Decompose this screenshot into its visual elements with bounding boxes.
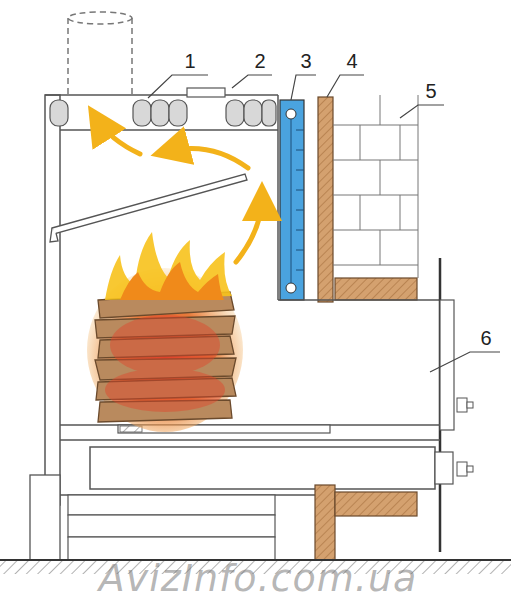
callout-number: 1 [184, 51, 195, 71]
watermark: AvizInfo.com.ua [99, 559, 418, 597]
callout-number: 2 [254, 51, 265, 71]
callout-number: 3 [300, 51, 311, 71]
callout-number: 5 [425, 81, 436, 101]
callout-number: 4 [346, 51, 357, 71]
callout-number: 6 [480, 328, 491, 348]
